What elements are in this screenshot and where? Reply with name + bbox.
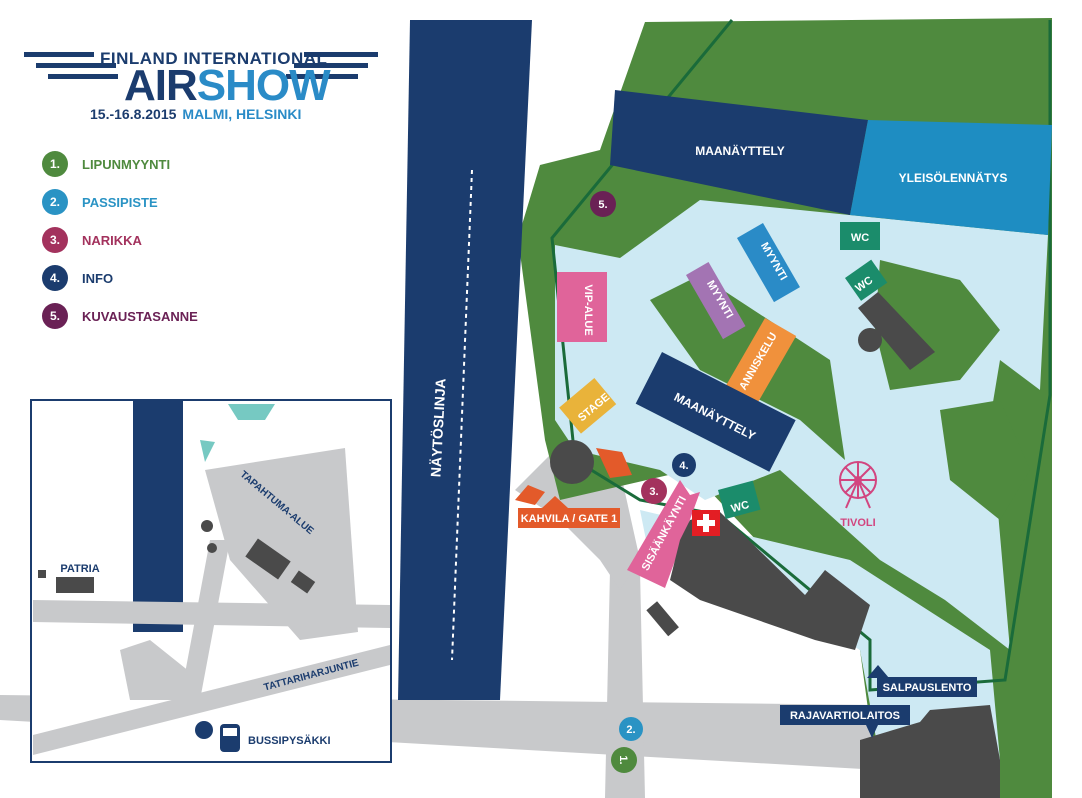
- area-public-flights: [850, 120, 1052, 235]
- marker-5-label: 5.: [598, 199, 607, 211]
- grounds-outline: [550, 19, 1052, 692]
- legend-number: 4.: [42, 265, 68, 291]
- event-dates: 15.-16.8.2015: [90, 106, 177, 122]
- marker-1: [611, 747, 637, 773]
- logo-wing-left: [24, 52, 94, 57]
- logo-title: AIRSHOW: [124, 61, 331, 110]
- entrance-road: [605, 570, 645, 798]
- green-island-3: [940, 400, 1030, 520]
- marker-4: [672, 453, 696, 477]
- logo-air: AIR: [124, 61, 198, 110]
- area-sales-1: [737, 222, 800, 303]
- area-public-flights-label: YLEISÖLENNÄTYS: [899, 170, 1008, 185]
- salpauslento-arrow: [867, 665, 889, 678]
- marker-3: [641, 478, 667, 504]
- legend-label: LIPUNMYYNTI: [82, 156, 171, 172]
- small-building: [858, 328, 882, 352]
- logo-wing-right-3: [286, 74, 358, 79]
- roundabout: [550, 440, 594, 484]
- wc-2: [845, 259, 888, 301]
- event-place: MALMI, HELSINKI: [182, 106, 302, 122]
- cafe-building: [596, 448, 632, 478]
- area-sales-2: [686, 262, 746, 340]
- marker-2-label: 2.: [626, 724, 635, 736]
- wc-1: [840, 222, 880, 250]
- legend-label: INFO: [82, 270, 114, 286]
- wc-3-label: WC: [730, 499, 751, 515]
- cafe-gate-arrow: [542, 496, 568, 508]
- area-ground-exhibition-top-label: MAANÄYTTELY: [695, 143, 785, 158]
- marker-5: [590, 191, 616, 217]
- legend-number: 1.: [42, 151, 68, 177]
- legend-label: KUVAUSTASANNE: [82, 308, 198, 324]
- south-buildings: [860, 705, 1000, 798]
- logo-wing-left-3: [48, 74, 118, 79]
- marker-2: [619, 717, 643, 741]
- cafe-gate-sign: [518, 508, 620, 528]
- legend-number: 3.: [42, 227, 68, 253]
- legend-number: 2.: [42, 189, 68, 215]
- salpauslento-label: SALPAUSLENTO: [883, 682, 972, 694]
- annex-building: [646, 601, 679, 637]
- inset-map: [30, 399, 392, 763]
- legend: 1. LIPUNMYYNTI 2. PASSIPISTE 3. NARIKKA …: [42, 151, 198, 342]
- hangar-building: [858, 292, 935, 370]
- logo-date: 15.-16.8.2015 MALMI, HELSINKI: [90, 106, 301, 122]
- gate-building: [515, 485, 545, 505]
- logo-show: SHOW: [196, 61, 331, 110]
- legend-item: 2. PASSIPISTE: [42, 189, 198, 215]
- wc-1-label: WC: [851, 232, 869, 244]
- marker-4-label: 4.: [679, 460, 688, 472]
- logo-wing-right: [304, 52, 378, 57]
- area-vip-label: VIP-ALUE: [582, 284, 594, 335]
- area-ground-exhibition-top: [610, 90, 868, 215]
- marker-1-label: 1.: [617, 755, 629, 764]
- legend-item: 5. KUVAUSTASANNE: [42, 303, 198, 329]
- area-ground-exhibition-mid: [635, 352, 796, 472]
- legend-label: NARIKKA: [82, 232, 142, 248]
- logo-wing-left-2: [36, 63, 116, 68]
- inset-bus-stop-label: BUSSIPYSÄKKI: [248, 734, 331, 747]
- display-line-label: NÄYTÖSLINJA: [427, 378, 448, 477]
- rajavartiolaitos-sign: [780, 705, 910, 725]
- first-aid-cross-h: [697, 520, 715, 526]
- event-logo: FINLAND INTERNATIONAL AIRSHOW 15.-16.8.2…: [24, 45, 384, 125]
- ferris-wheel-icon: [839, 461, 877, 509]
- logo-line1: FINLAND INTERNATIONAL: [100, 49, 328, 68]
- legend-item: 1. LIPUNMYYNTI: [42, 151, 198, 177]
- tivoli-label: TIVOLI: [840, 517, 875, 529]
- legend-label: PASSIPISTE: [82, 194, 158, 210]
- terminal-building: [670, 512, 870, 650]
- area-stage: [559, 378, 617, 434]
- cafe-gate-label: KAHVILA / GATE 1: [521, 513, 618, 525]
- marker-3-label: 3.: [649, 486, 658, 498]
- salpauslento-sign: [877, 677, 977, 697]
- rajavartiolaitos-label: RAJAVARTIOLAITOS: [790, 710, 900, 722]
- area-vip: [557, 272, 607, 342]
- legend-item: 4. INFO: [42, 265, 198, 291]
- legend-item: 3. NARIKKA: [42, 227, 198, 253]
- runway-dashed-line: [451, 169, 473, 661]
- entrance-arrow: [627, 480, 700, 588]
- logo-wing-right-2: [294, 63, 368, 68]
- area-bar: [720, 318, 797, 414]
- legend-number: 5.: [42, 303, 68, 329]
- inset-company-label: PATRIA: [60, 563, 99, 575]
- runway: [398, 20, 532, 700]
- rajavartiolaitos-arrow: [866, 725, 878, 738]
- wc-3: [718, 480, 761, 519]
